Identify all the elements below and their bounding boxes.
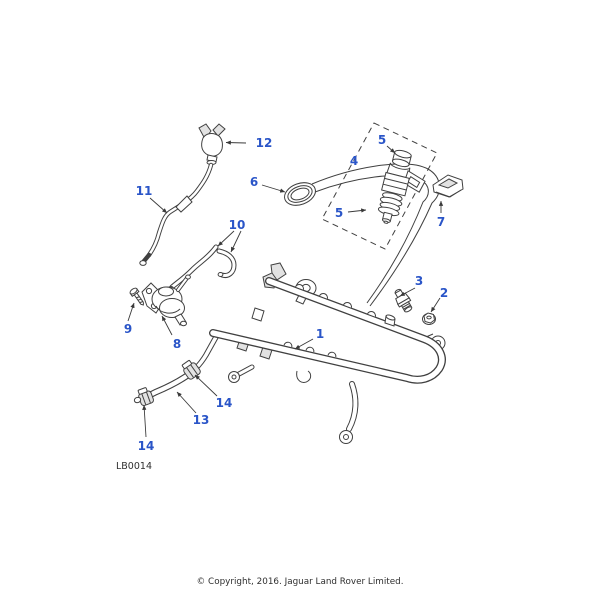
fuel-injector-drawing [377,149,426,224]
callout-8: 8 [172,337,182,351]
callout-6: 6 [249,175,259,189]
callout-7: 7 [436,215,446,229]
pipe-drawing [139,162,214,266]
retaining-clip-drawing [432,174,464,198]
callout-14-bottom: 14 [137,439,155,453]
callout-11: 11 [135,184,153,198]
valve-drawing [394,288,413,313]
callout-4: 4 [349,154,359,168]
copyright-text: © Copyright, 2016. Jaguar Land Rover Lim… [196,577,404,587]
callout-5-bottom: 5 [334,206,344,220]
hose-clamp-left [137,387,154,406]
fuel-rail-drawing [193,262,446,444]
o-ring-drawing [284,182,316,206]
callout-13: 13 [192,413,210,427]
callout-2: 2 [439,286,449,300]
injector-kit-dashed-box [321,122,438,250]
hoses-drawing [167,244,237,291]
callout-1: 1 [315,327,325,341]
connector-drawing [198,123,226,165]
leader-lines [127,140,444,438]
hose-and-clamps-drawing [133,359,201,406]
callout-14-right: 14 [215,396,233,410]
callout-9: 9 [123,322,133,336]
pressure-regulator-drawing [141,274,191,327]
callout-10: 10 [228,218,246,232]
screw-drawing [129,287,144,306]
callout-12: 12 [255,136,273,150]
figure-code: LB0014 [116,461,152,472]
nut-drawing [422,312,436,325]
callout-3: 3 [414,274,424,288]
callout-5-top: 5 [377,133,387,147]
